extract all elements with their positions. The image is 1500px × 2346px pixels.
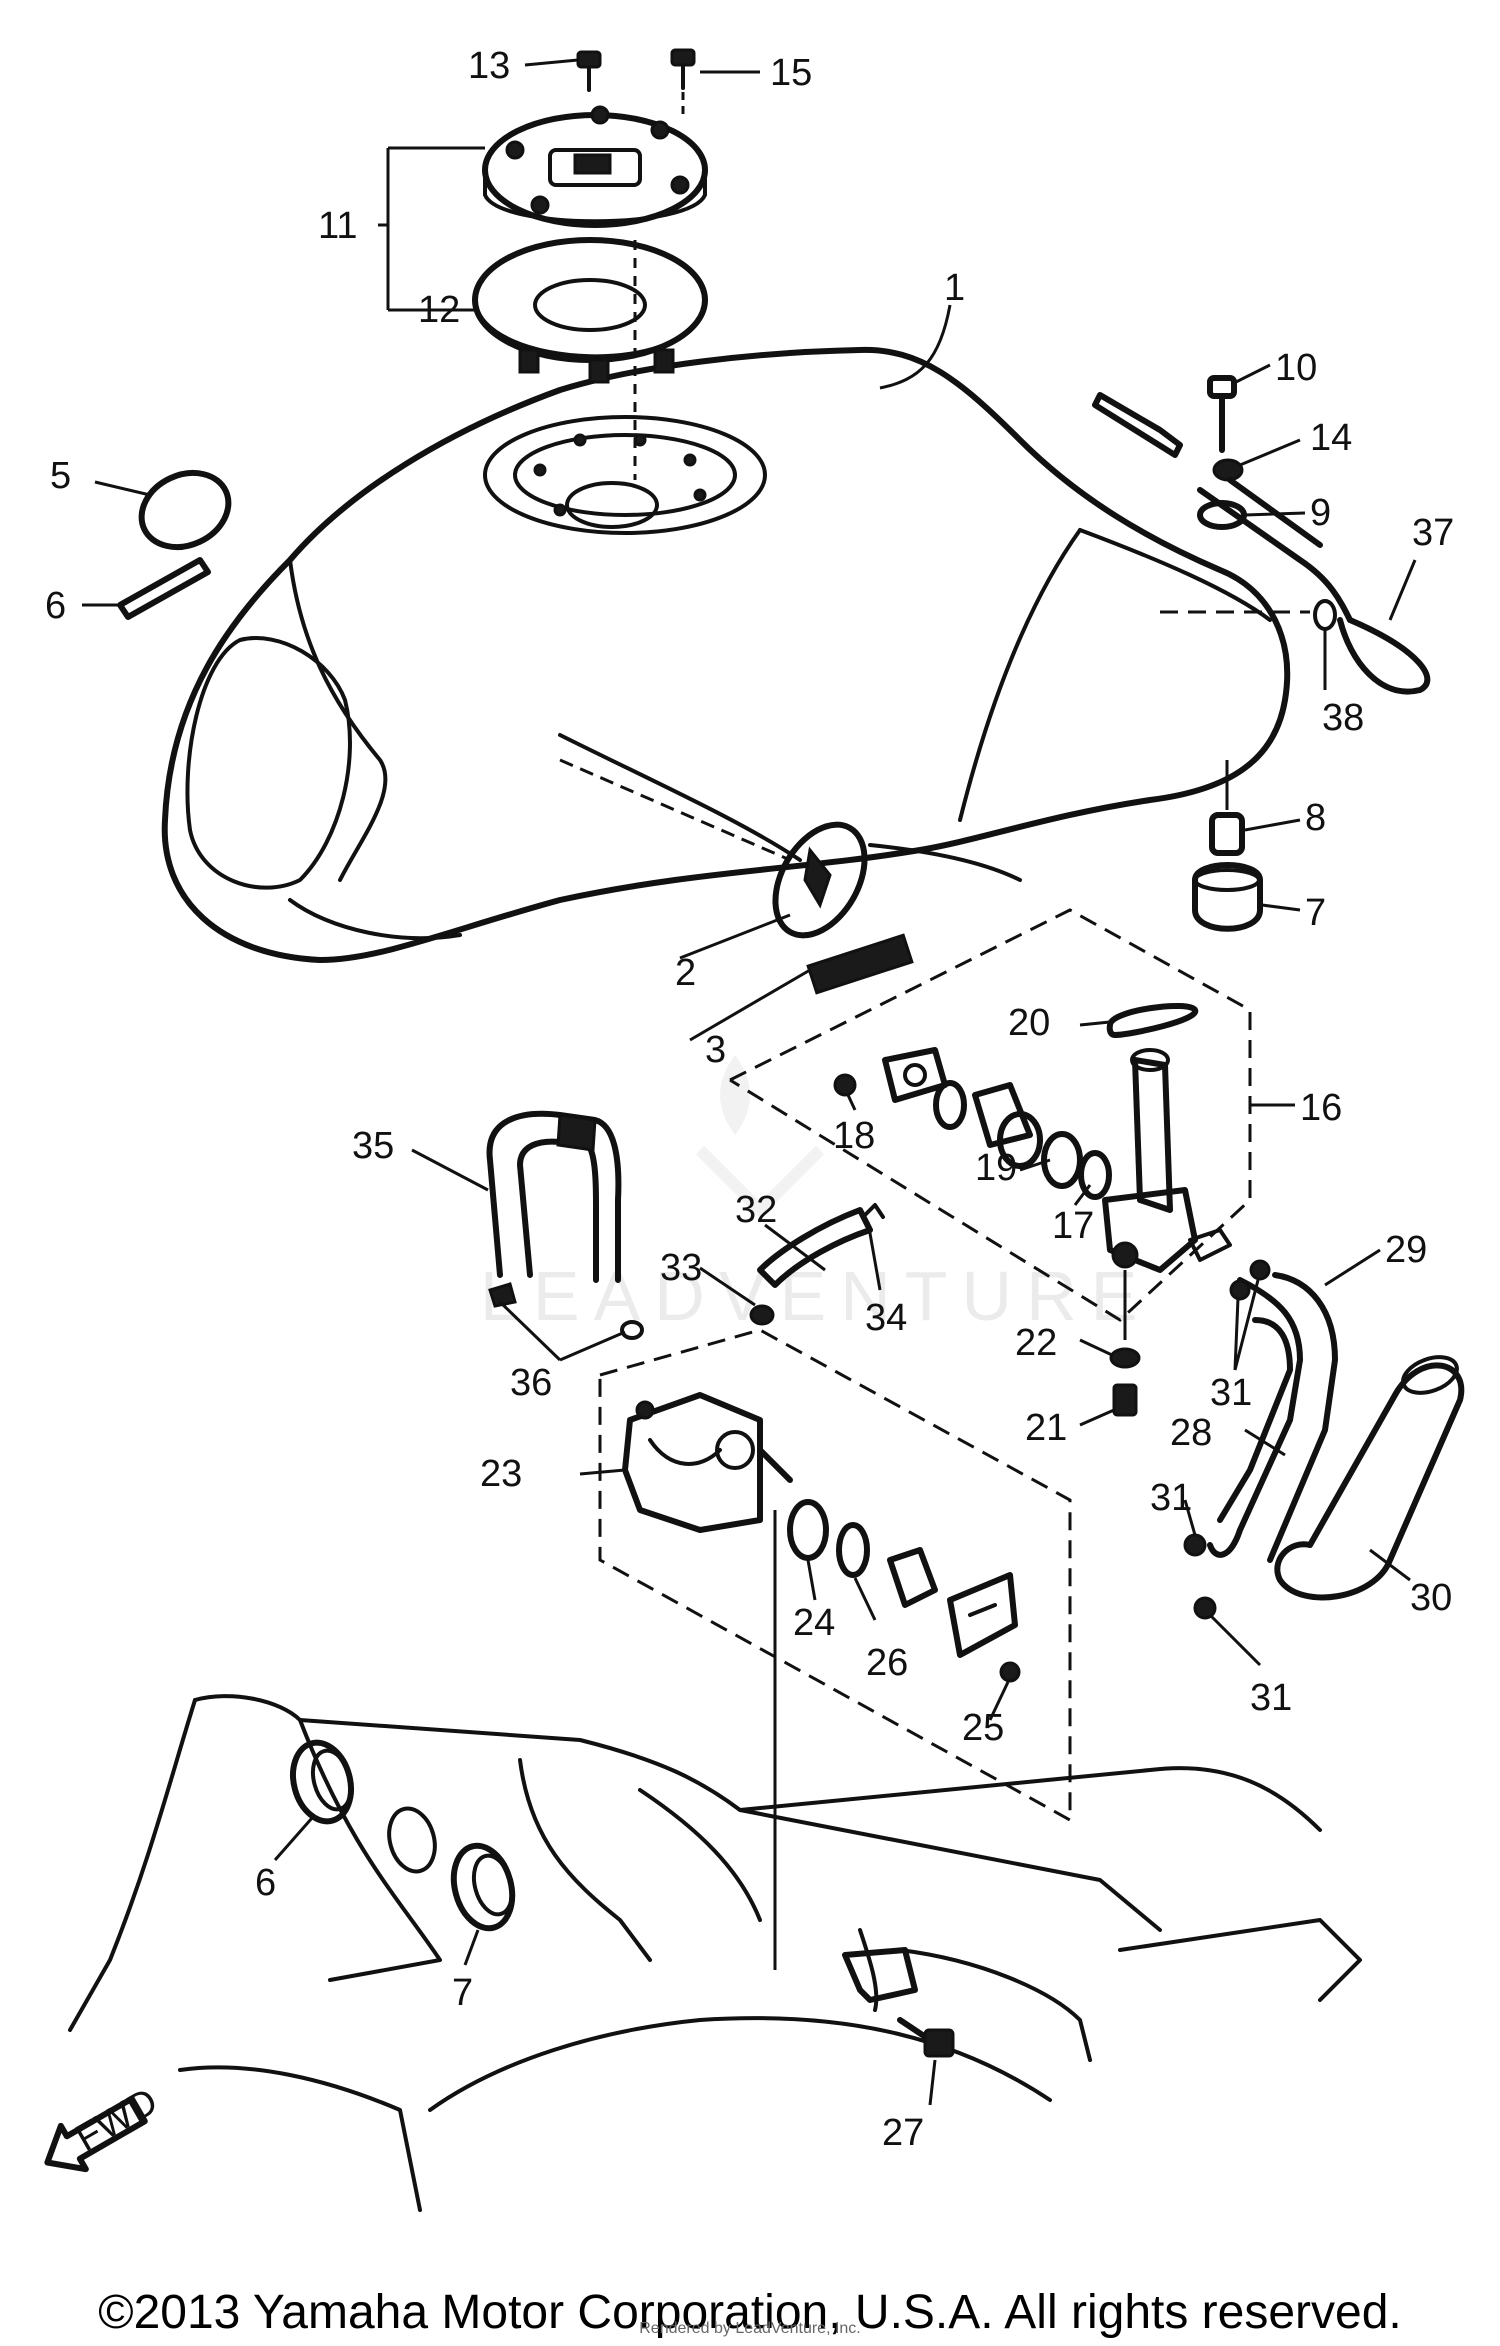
o-ring-19 [1041,1131,1083,1189]
callout-13: 12 [418,289,460,331]
damper-7 [1192,862,1263,932]
pump-cover [887,1547,1018,1658]
callout-14: 13 [468,45,510,87]
callout-7: 7 [1305,892,1326,934]
washer-22 [1109,1347,1141,1369]
callout-9: 9 [1310,492,1331,534]
callout-6-lower: 7 [452,1972,473,2014]
callout-36: 36 [510,1362,552,1404]
fuel-pump-box [598,1328,1072,1823]
callout-11: 14 [1310,417,1352,459]
frame: FWD [44,1694,1362,2212]
clip-36 [488,1282,644,1340]
damper-strip [117,557,211,620]
bolt-27 [897,2017,955,2058]
emblem-plate [806,933,914,995]
gasket-20 [1106,1002,1199,1038]
callout-16: 16 [1300,1087,1342,1129]
callout-38: 38 [1322,697,1364,739]
screw-14 [576,50,602,92]
o-ring-26 [836,1522,870,1578]
tank-band [1092,392,1431,695]
clip-31 [1183,1259,1271,1620]
callout-4: 5 [50,455,71,497]
screw-25 [999,1661,1021,1683]
callout-29: 29 [1385,1229,1427,1271]
callout-20: 20 [1008,1002,1050,1044]
callout-34: 34 [865,1297,907,1339]
callout-8: 8 [1305,797,1326,839]
callout-21: 21 [1025,1407,1067,1449]
callout-15: 15 [770,52,812,94]
damper-6-lower [450,1842,516,1932]
fuel-cap-assembly [472,105,708,480]
callout-31-low: 31 [1250,1677,1292,1719]
clip-34 [863,1203,885,1219]
callout-1: 1 [944,267,965,309]
callout-31-mid: 31 [1150,1477,1192,1519]
callout-10: 10 [1275,347,1317,389]
callout-28: 28 [1170,1412,1212,1454]
callout-17: 17 [1052,1205,1094,1247]
hose-28-29 [1207,1272,1338,1563]
callout-2: 2 [675,952,696,994]
copyright-notice: ©2013 Yamaha Motor Corporation, U.S.A. A… [98,2286,1402,2339]
frame-boss [387,1806,437,1874]
callout-31-top: 31 [1210,1372,1252,1414]
hose-32 [757,1207,873,1288]
watermark-text: LEADVENTURE [480,1257,1151,1335]
forward-arrow-icon: FWD [44,2080,165,2173]
hose-30 [1274,1355,1465,1601]
callout-25: 25 [962,1707,1004,1749]
clip-33 [749,1304,775,1326]
callout-12: 11 [318,205,357,247]
packing-17 [1078,1150,1112,1200]
callout-26: 26 [866,1642,908,1684]
callout-27: 27 [882,2112,924,2154]
callout-18: 18 [833,1115,875,1157]
screw-15 [670,48,696,90]
callout-30: 30 [1410,1577,1452,1619]
emblem [772,821,868,939]
bolt-21 [1112,1383,1138,1417]
hose-35 [486,1110,622,1283]
render-credit: Rendered by LeadVenture, Inc. [639,2320,861,2337]
callout-19: 19 [975,1147,1017,1189]
screw-18 [833,1073,857,1097]
washer-11 [1212,458,1244,482]
fuel-cock [1102,1048,1232,1273]
forward-label: FWD [69,2080,165,2160]
callout-23: 23 [480,1453,522,1495]
leader-lines [82,58,1417,2106]
fuel-cock-spring [933,1080,1043,1169]
clip-38 [1313,599,1337,631]
diaphragm-24 [787,1499,829,1561]
callout-37: 37 [1412,512,1454,554]
damper-6-upper [290,1739,354,1825]
fuel-pump [622,1392,793,1533]
collar-8 [1209,812,1245,856]
callout-3: 3 [705,1029,726,1071]
bolt-10 [1207,375,1237,453]
callout-32: 32 [735,1189,777,1231]
callout-24: 24 [793,1602,835,1644]
watermark-logo: LEADVENTURE [480,1055,1151,1335]
callout-22: 22 [1015,1322,1057,1364]
callout-labels: 13 15 11 12 1 5 6 2 3 10 14 9 37 38 8 7 … [45,45,1454,2154]
grommet-ring [138,470,232,550]
callout-35: 35 [352,1125,394,1167]
callout-6-upper: 6 [255,1862,276,1904]
fuel-tank [161,346,1291,963]
callout-33: 33 [660,1247,702,1289]
callout-5: 6 [45,585,66,627]
